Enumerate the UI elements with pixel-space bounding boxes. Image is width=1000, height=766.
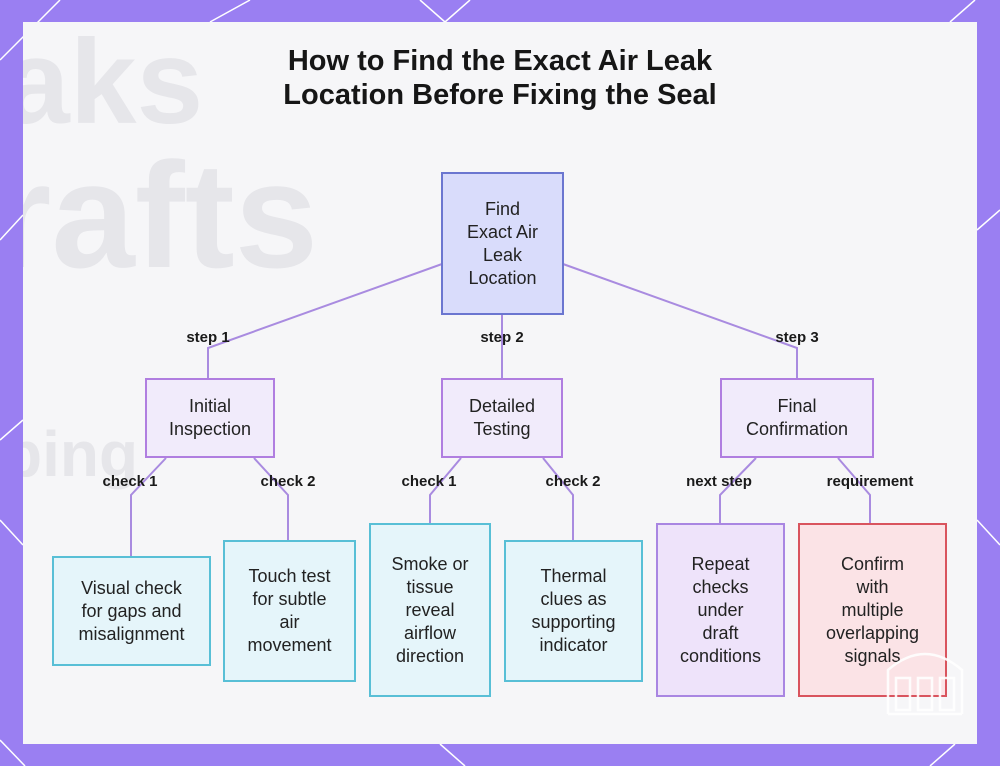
background-text-2: rafts xyxy=(23,131,319,299)
edge-final-repeat xyxy=(719,457,757,523)
node-text: multiple xyxy=(841,599,904,620)
node-text: air xyxy=(279,612,300,632)
node-text: direction xyxy=(395,645,465,666)
node-text: Repeat xyxy=(691,553,750,574)
title-line-1: How to Find the Exact Air Leak xyxy=(287,45,713,77)
node-text: Inspection xyxy=(168,419,252,439)
node-text: movement xyxy=(247,635,332,655)
node-text: supporting xyxy=(531,612,616,632)
edge-label-check2-initial: check 2 xyxy=(260,473,316,490)
edge-label-step1: step 1 xyxy=(186,329,230,346)
node-text: Find xyxy=(484,198,520,219)
node-text: Visual check xyxy=(81,577,182,598)
edge-label-check1-detailed: check 1 xyxy=(401,473,457,490)
node-text: clues as xyxy=(540,589,607,609)
node-text: indicator xyxy=(539,635,608,655)
node-smoke-or-tissue: Smoke or tissue reveal airflow direction xyxy=(369,523,491,697)
node-text: misalignment xyxy=(78,623,185,644)
node-text: Thermal xyxy=(540,566,607,586)
edge-root-final xyxy=(562,263,798,378)
node-text: airflow xyxy=(403,622,456,643)
node-text: Touch test xyxy=(248,566,331,586)
node-text: Initial xyxy=(188,396,232,416)
node-text: Final xyxy=(777,396,817,416)
background-text-3: ping xyxy=(23,418,139,490)
node-text: with xyxy=(856,576,889,597)
edge-detailed-smoke xyxy=(429,457,462,523)
edge-label-step2: step 2 xyxy=(480,329,524,346)
edge-label-step3: step 3 xyxy=(775,329,819,346)
edge-label-requirement: requirement xyxy=(826,473,914,490)
node-initial-inspection: Initial Inspection xyxy=(145,378,275,458)
background-text-1: aks xyxy=(23,22,204,149)
node-thermal-clues: Thermal clues as supporting indicator xyxy=(504,540,643,682)
node-text: Leak xyxy=(482,244,523,265)
title-line-2: Location Before Fixing the Seal xyxy=(283,79,717,111)
node-repeat-checks: Repeat checks under draft conditions xyxy=(656,523,785,697)
node-text: for subtle xyxy=(252,589,327,609)
node-text: checks xyxy=(692,576,749,597)
node-text: Detailed xyxy=(468,396,536,416)
node-text: Location xyxy=(468,267,537,288)
node-detailed-testing: Detailed Testing xyxy=(441,378,563,458)
diagram-title: How to Find the Exact Air Leak Location … xyxy=(0,44,1000,112)
edge-label-check1-initial: check 1 xyxy=(102,473,158,490)
node-text: Exact Air xyxy=(466,221,539,242)
edge-label-check2-detailed: check 2 xyxy=(545,473,601,490)
node-text: for gaps and xyxy=(81,600,182,621)
edge-root-initial xyxy=(207,263,443,378)
node-text: conditions xyxy=(679,645,762,666)
node-text: Confirmation xyxy=(745,419,849,439)
watermark-logo-icon xyxy=(886,652,964,716)
node-text: draft xyxy=(702,622,739,643)
node-text: tissue xyxy=(406,576,454,597)
node-text: signals xyxy=(844,645,901,666)
edge-detailed-thermal xyxy=(542,457,574,540)
node-touch-test: Touch test for subtle air movement xyxy=(223,540,356,682)
node-confirm-multiple-signals: Confirm with multiple overlapping signal… xyxy=(798,523,947,697)
node-visual-check: Visual check for gaps and misalignment xyxy=(52,556,211,666)
node-text: under xyxy=(697,599,744,620)
node-text: overlapping xyxy=(825,622,920,643)
node-final-confirmation: Final Confirmation xyxy=(720,378,874,458)
edge-label-next-step: next step xyxy=(686,473,752,490)
edge-initial-touch xyxy=(253,457,289,540)
edge-final-confirm xyxy=(837,457,871,523)
node-text: Smoke or xyxy=(391,553,469,574)
node-text: Testing xyxy=(473,419,531,439)
node-find-exact-air-leak-location: Find Exact Air Leak Location xyxy=(441,172,564,315)
edge-initial-visual xyxy=(130,457,167,556)
node-text: reveal xyxy=(405,599,455,620)
node-text: Confirm xyxy=(840,553,904,574)
